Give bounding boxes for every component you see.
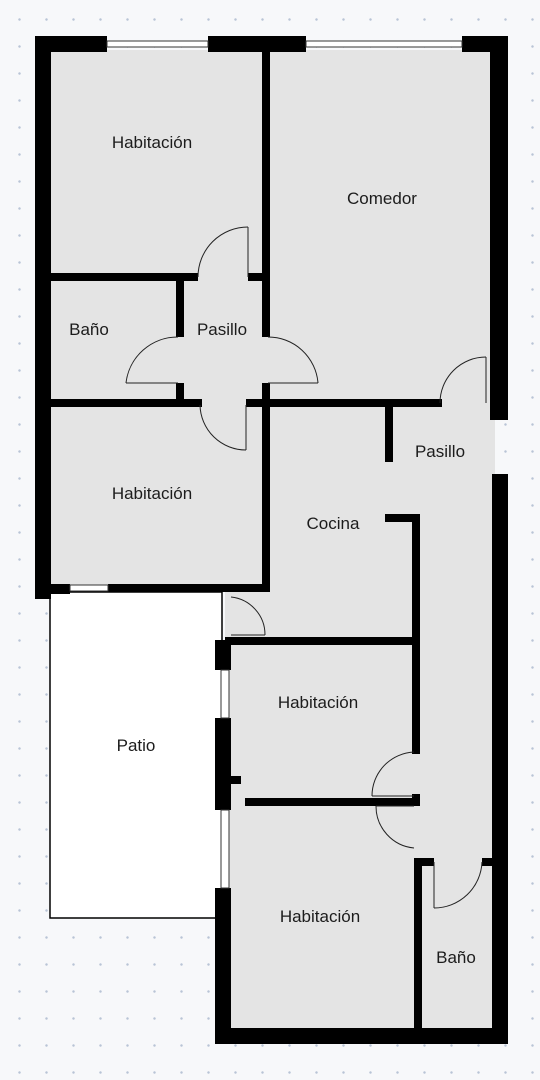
label-habitacion-2: Habitación	[112, 484, 192, 503]
wall-pasillo1-right	[262, 280, 270, 337]
door-habitacion-1-swing	[197, 226, 249, 278]
window-habitacion-2	[69, 584, 109, 592]
label-bano-1: Baño	[69, 320, 109, 339]
wall-hab1-comedor	[262, 50, 270, 275]
wall-habitacion-2-bottom	[35, 584, 70, 594]
door-comedor-left-swing	[267, 336, 319, 384]
door-bano-2-swing	[433, 861, 483, 909]
wall-hab2-right	[262, 405, 270, 592]
window-habitacion-4	[220, 809, 230, 889]
wall-mid-horizontal	[50, 399, 202, 407]
wall-bano1-right	[176, 280, 184, 337]
wall-hab1-bottom-b	[248, 273, 270, 281]
wall-right-upper	[490, 36, 508, 420]
floors	[49, 50, 495, 1030]
floor-lower	[225, 590, 495, 1030]
patio-area	[49, 591, 223, 919]
door-habitacion-3-swing	[371, 751, 415, 797]
wall-cocina-right	[412, 514, 420, 754]
door-habitacion-4-swing	[375, 805, 415, 849]
wall-pasillo1-right-b	[262, 383, 270, 405]
label-comedor: Comedor	[347, 189, 417, 208]
label-cocina: Cocina	[307, 514, 360, 533]
window-habitacion-3	[220, 669, 230, 719]
window-habitacion-1	[106, 40, 209, 48]
label-habitacion-4: Habitación	[280, 907, 360, 926]
label-bano-2: Baño	[436, 948, 476, 967]
window-comedor	[305, 40, 463, 48]
doors	[125, 226, 487, 909]
walls	[35, 36, 508, 1044]
wall-hab3-hab4	[245, 798, 420, 806]
windows	[69, 40, 463, 889]
wall-hab4-right	[414, 858, 422, 1034]
label-pasillo-1: Pasillo	[197, 320, 247, 339]
wall-cocina-notch	[385, 514, 419, 522]
label-habitacion-3: Habitación	[278, 693, 358, 712]
door-comedor-right-swing	[439, 356, 487, 404]
wall-bano2-top-b	[482, 858, 496, 866]
label-patio: Patio	[117, 736, 156, 755]
wall-hab1-bottom	[50, 273, 198, 281]
wall-left	[35, 36, 51, 599]
wall-bano1-right-b	[176, 383, 184, 405]
wall-bottom	[215, 1028, 508, 1044]
door-patio-swing	[230, 596, 266, 636]
wall-right-lower	[492, 474, 508, 1044]
room-labels: Habitación Comedor Baño Pasillo Pasillo …	[69, 133, 476, 967]
wall-pasillo2-stub	[385, 405, 393, 462]
label-habitacion-1: Habitación	[112, 133, 192, 152]
wall-lower-left-3	[215, 888, 231, 1044]
wall-top-middle	[208, 36, 306, 52]
wall-hab3-stub	[225, 776, 241, 784]
wall-cocina-bottom	[225, 637, 420, 645]
label-pasillo-2: Pasillo	[415, 442, 465, 461]
door-bano-1-swing	[125, 336, 179, 384]
wall-lower-left	[215, 640, 231, 670]
door-habitacion-2-swing	[199, 404, 247, 451]
wall-mid-horizontal-b	[246, 399, 442, 407]
wall-bano2-top	[414, 858, 434, 866]
wall-lower-left-2	[215, 718, 231, 810]
wall-top-left	[35, 36, 107, 52]
wall-habitacion-2-bottom-b	[108, 584, 270, 592]
